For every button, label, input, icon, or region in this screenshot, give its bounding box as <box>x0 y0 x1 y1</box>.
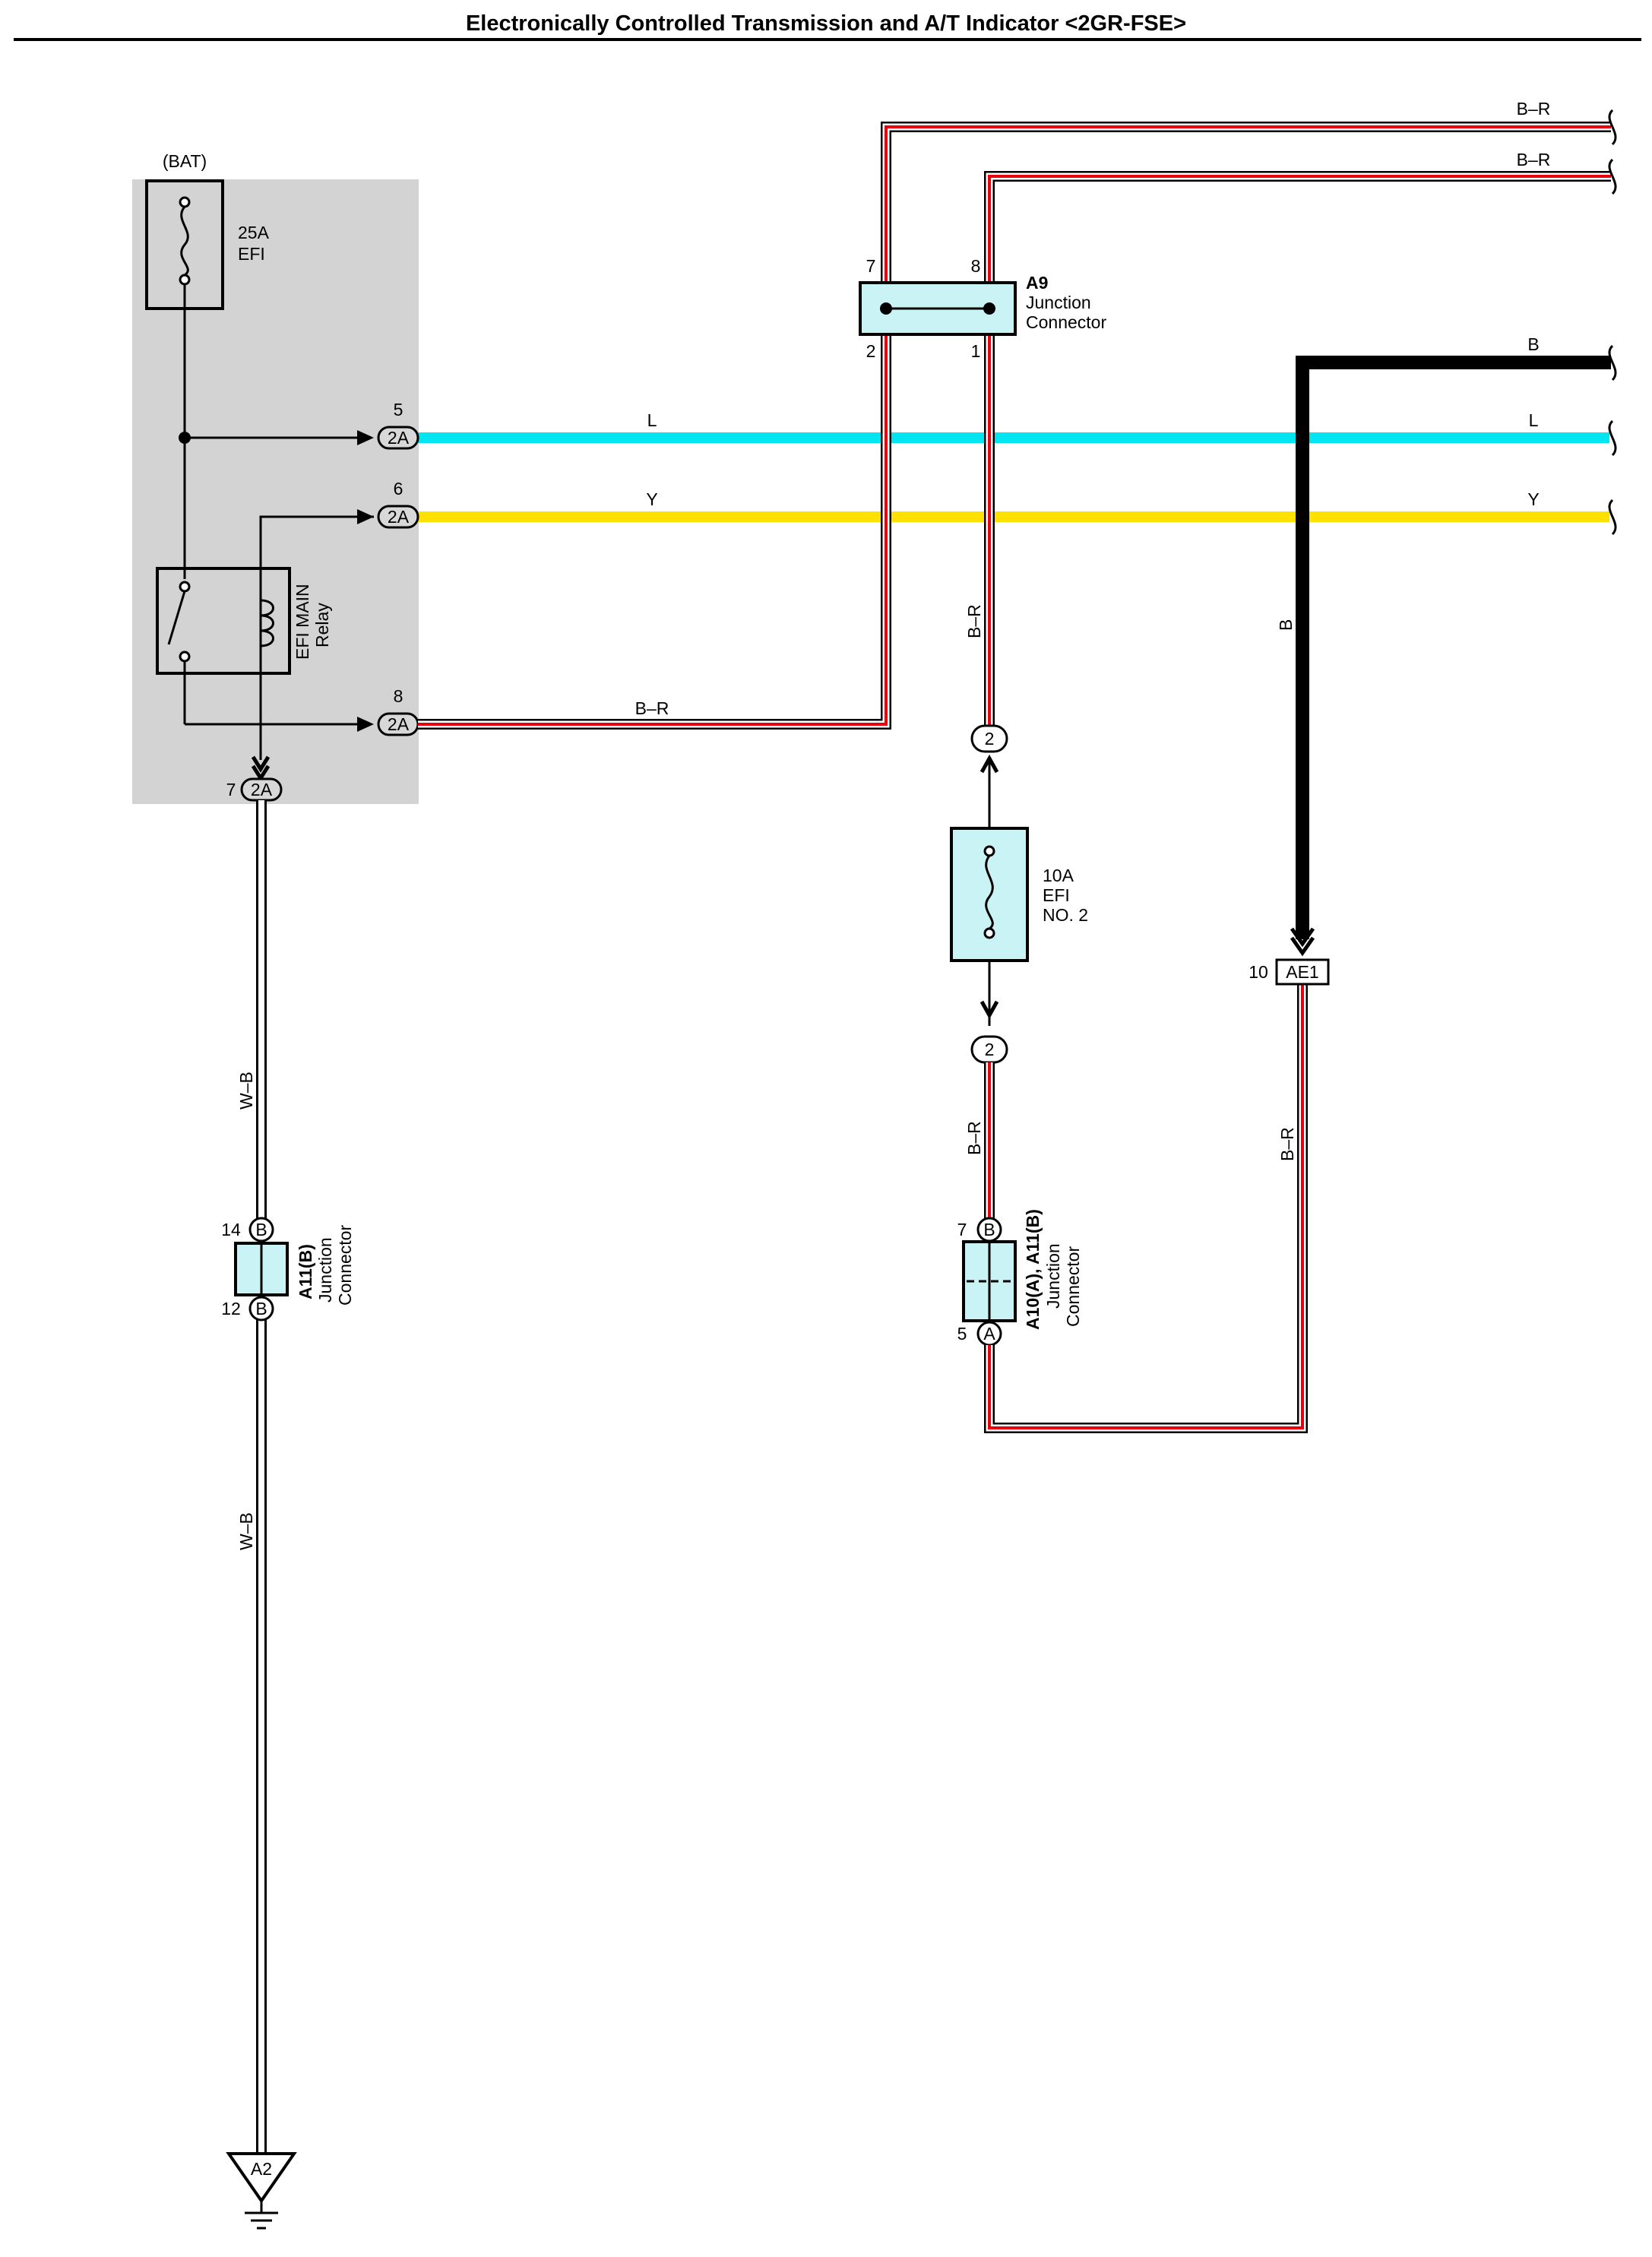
svg-text:A: A <box>983 1324 995 1344</box>
efi-no2-fuse-icon <box>985 855 994 930</box>
ground-a2: A2 <box>226 2152 297 2230</box>
svg-text:2A: 2A <box>388 507 410 527</box>
wire-y-label: Y <box>646 489 657 509</box>
svg-text:7: 7 <box>226 780 236 799</box>
pin-7-2a: 2A 7 <box>226 777 283 802</box>
engine-room-relay-block <box>132 179 419 804</box>
wire-br-label-top1: B–R <box>1517 99 1551 119</box>
efi-no2-fuse: 2 2 10A EFI NO. 2 <box>950 724 1088 1064</box>
a9-junction-connector: 7 8 2 1 A9 Junction Connector <box>859 256 1106 361</box>
relay-name: EFI MAIN <box>293 584 312 660</box>
svg-text:2: 2 <box>866 341 876 361</box>
svg-text:B: B <box>255 1299 267 1318</box>
svg-text:8: 8 <box>394 686 404 706</box>
svg-text:Junction: Junction <box>315 1237 335 1303</box>
efi-main-relay-box <box>156 567 291 675</box>
svg-text:Connector: Connector <box>1026 312 1106 332</box>
svg-text:2A: 2A <box>388 428 410 448</box>
svg-text:B: B <box>255 1220 267 1239</box>
svg-text:8: 8 <box>971 256 981 276</box>
wire-y <box>416 511 1609 522</box>
pin-6-2a: 2A 6 <box>377 479 419 529</box>
svg-text:2: 2 <box>985 729 995 749</box>
arrow-down-icon <box>251 755 271 773</box>
continuation-breaks <box>1608 109 1617 536</box>
svg-text:Connector: Connector <box>335 1225 355 1306</box>
svg-text:12: 12 <box>221 1299 241 1318</box>
efi-fuse-name: EFI <box>238 244 265 264</box>
svg-text:Junction: Junction <box>1026 293 1091 312</box>
wire-br-to-fuse <box>984 171 1611 730</box>
svg-text:A2: A2 <box>251 2159 272 2179</box>
svg-text:5: 5 <box>957 1324 967 1344</box>
svg-text:6: 6 <box>394 479 404 499</box>
svg-text:1: 1 <box>971 341 981 361</box>
wire-l-label: L <box>647 410 657 430</box>
wire-br-to-ae1 <box>984 985 1308 1433</box>
svg-text:B: B <box>983 1220 995 1239</box>
efi-fuse-icon <box>180 206 189 277</box>
svg-text:EFI: EFI <box>1043 885 1070 905</box>
a9-name: A9 <box>1026 273 1048 293</box>
battery-label: (BAT) <box>163 151 207 171</box>
wire-y-label-right: Y <box>1527 489 1539 509</box>
wire-br-label-vertical: B–R <box>964 604 984 638</box>
wire-wb-label-upper: W–B <box>236 1072 256 1110</box>
svg-text:5: 5 <box>394 400 404 419</box>
svg-text:14: 14 <box>221 1220 241 1239</box>
a10-a11-junction-connector: B 7 A 5 A10(A), A11(B) Junction Connecto… <box>957 1209 1083 1347</box>
wire-l <box>416 432 1609 443</box>
svg-text:2: 2 <box>985 1040 995 1059</box>
efi-fuse-amps: 25A <box>238 223 270 242</box>
wire-l-label-right: L <box>1529 410 1539 430</box>
a11b-junction-connector: B 14 B 12 A11(B) Junction Connector <box>221 1217 355 1322</box>
svg-text:AE1: AE1 <box>1286 962 1318 982</box>
wire-br-label-top2: B–R <box>1517 150 1551 169</box>
pin-5-2a: 2A 5 <box>377 400 419 450</box>
relay-switch-icon <box>167 590 186 645</box>
svg-text:NO. 2: NO. 2 <box>1043 905 1088 925</box>
svg-text:Connector: Connector <box>1063 1246 1083 1327</box>
wire-br-label-lower: B–R <box>635 698 669 718</box>
ae1-connector: AE1 10 <box>1248 958 1330 986</box>
wire-wb-label-lower: W–B <box>236 1512 256 1550</box>
a11b-name: A11(B) <box>296 1244 315 1299</box>
svg-text:2A: 2A <box>388 714 410 734</box>
svg-text:Junction: Junction <box>1043 1243 1063 1309</box>
relay-coil-icon <box>260 599 274 647</box>
wire-b-label-vertical: B <box>1276 619 1296 631</box>
wire-b-label-top: B <box>1527 334 1539 354</box>
wire-br-label-below-fuse: B–R <box>964 1121 984 1155</box>
wire-br-label-ae1: B–R <box>1277 1127 1297 1161</box>
wire-br-from-pin8 <box>418 122 1611 730</box>
svg-text:10A: 10A <box>1043 866 1074 885</box>
diagram-title: Electronically Controlled Transmission a… <box>466 11 1186 36</box>
a10-a11-name: A10(A), A11(B) <box>1023 1209 1043 1330</box>
svg-text:2A: 2A <box>251 780 273 799</box>
svg-text:7: 7 <box>866 256 876 276</box>
wire-b <box>1296 356 1611 939</box>
arrow-down-icon-ae1 <box>1290 927 1315 948</box>
relay-word: Relay <box>312 603 332 647</box>
svg-text:7: 7 <box>957 1220 967 1239</box>
pin-8-2a: 2A 8 <box>377 686 419 736</box>
svg-text:10: 10 <box>1248 962 1268 982</box>
